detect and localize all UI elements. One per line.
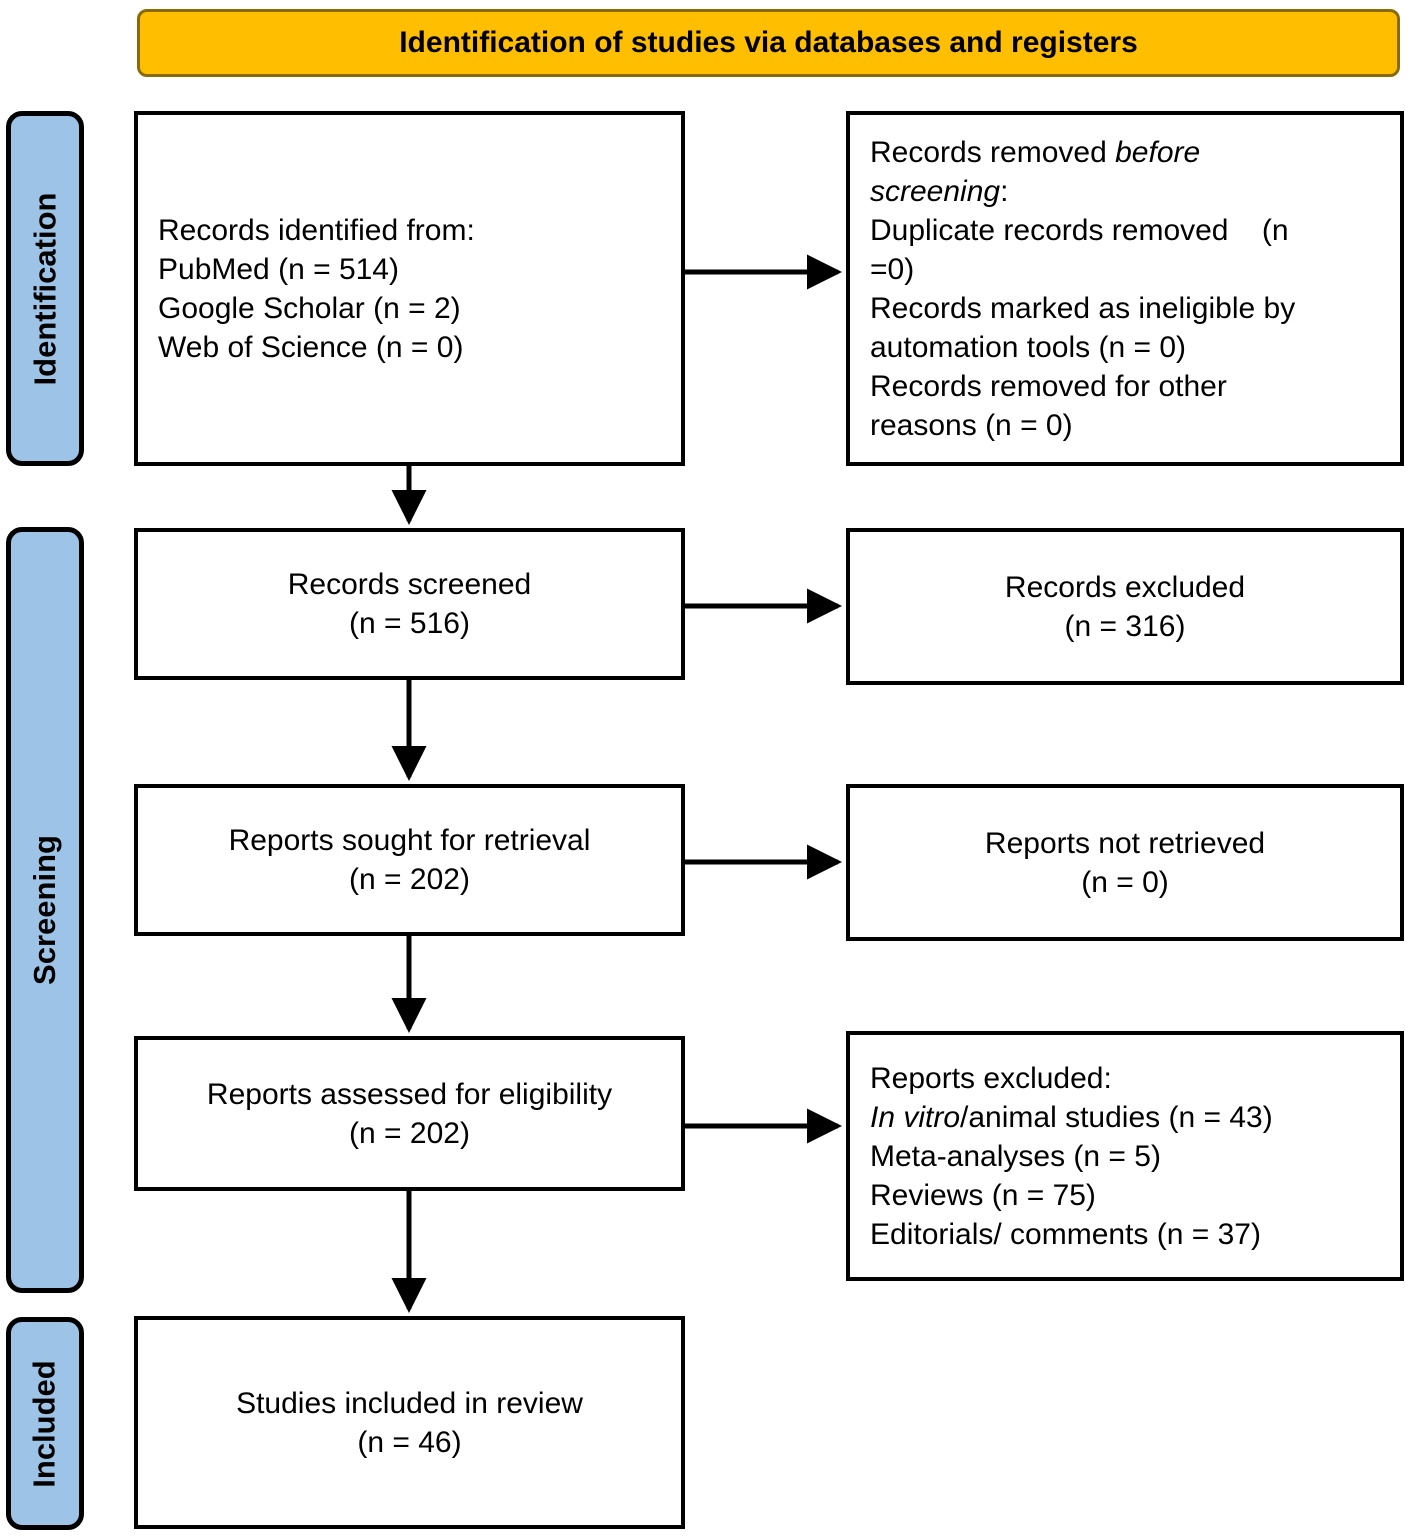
- records-identified-line-3: Google Scholar (n = 2): [158, 291, 461, 325]
- stage-screening-text: Screening: [27, 835, 63, 985]
- stage-identification-text: Identification: [27, 192, 63, 385]
- records-excluded-count: (n = 316): [1064, 609, 1186, 643]
- reports-sought-count: (n = 202): [349, 863, 470, 896]
- stage-label-included: Included: [6, 1317, 84, 1530]
- removed-before-line-4: =0): [870, 252, 915, 286]
- box-reports-not-retrieved: Reports not retrieved (n = 0): [846, 784, 1404, 941]
- reports-excluded-line-3: Meta-analyses (n = 5): [870, 1139, 1161, 1173]
- records-screened-label: Records screened: [287, 568, 532, 601]
- removed-before-line-2: screening:: [870, 174, 1009, 208]
- records-identified-line-1: Records identified from:: [158, 213, 475, 247]
- records-screened-count: (n = 516): [349, 607, 470, 640]
- reports-excluded-line-4: Reviews (n = 75): [870, 1178, 1096, 1212]
- reports-excluded-line-2: In vitro/animal studies (n = 43): [870, 1100, 1273, 1134]
- removed-before-line-8: reasons (n = 0): [870, 408, 1073, 442]
- removed-before-line-7: Records removed for other: [870, 369, 1227, 403]
- stage-label-identification: Identification: [6, 111, 84, 466]
- removed-before-line-6: automation tools (n = 0): [870, 330, 1187, 364]
- removed-before-line-1: Records removed before: [870, 135, 1201, 169]
- removed-before-line-3: Duplicate records removed (n: [870, 213, 1289, 247]
- reports-excluded-line-1: Reports excluded:: [870, 1061, 1112, 1095]
- box-records-excluded: Records excluded (n = 316): [846, 528, 1404, 685]
- box-reports-excluded: Reports excluded: In vitro/animal studie…: [846, 1031, 1404, 1281]
- stage-label-screening: Screening: [6, 527, 84, 1293]
- reports-sought-label: Reports sought for retrieval: [228, 824, 591, 857]
- reports-excluded-line-5: Editorials/ comments (n = 37): [870, 1217, 1261, 1251]
- reports-not-retrieved-label: Reports not retrieved: [984, 826, 1266, 860]
- reports-assessed-count: (n = 202): [349, 1116, 470, 1150]
- reports-assessed-label: Reports assessed for eligibility: [206, 1077, 613, 1111]
- box-records-screened: Records screened (n = 516): [134, 528, 685, 680]
- box-studies-included-in-review: Studies included in review (n = 46): [134, 1316, 685, 1529]
- stage-included-text: Included: [27, 1359, 63, 1488]
- reports-not-retrieved-count: (n = 0): [1081, 865, 1169, 899]
- studies-included-label: Studies included in review: [236, 1386, 583, 1420]
- box-records-removed-before-screening: Records removed before screening: Duplic…: [846, 111, 1404, 466]
- diagram-header-banner: Identification of studies via databases …: [137, 9, 1400, 77]
- box-reports-assessed-for-eligibility: Reports assessed for eligibility (n = 20…: [134, 1036, 685, 1191]
- studies-included-count: (n = 46): [357, 1425, 462, 1459]
- box-reports-sought-for-retrieval: Reports sought for retrieval (n = 202): [134, 784, 685, 936]
- records-identified-line-4: Web of Science (n = 0): [158, 330, 464, 364]
- records-identified-line-2: PubMed (n = 514): [158, 252, 399, 286]
- box-records-identified: Records identified from: PubMed (n = 514…: [134, 111, 685, 466]
- removed-before-line-5: Records marked as ineligible by: [870, 291, 1296, 325]
- records-excluded-label: Records excluded: [1004, 570, 1246, 604]
- page-title: Identification of studies via databases …: [399, 26, 1138, 59]
